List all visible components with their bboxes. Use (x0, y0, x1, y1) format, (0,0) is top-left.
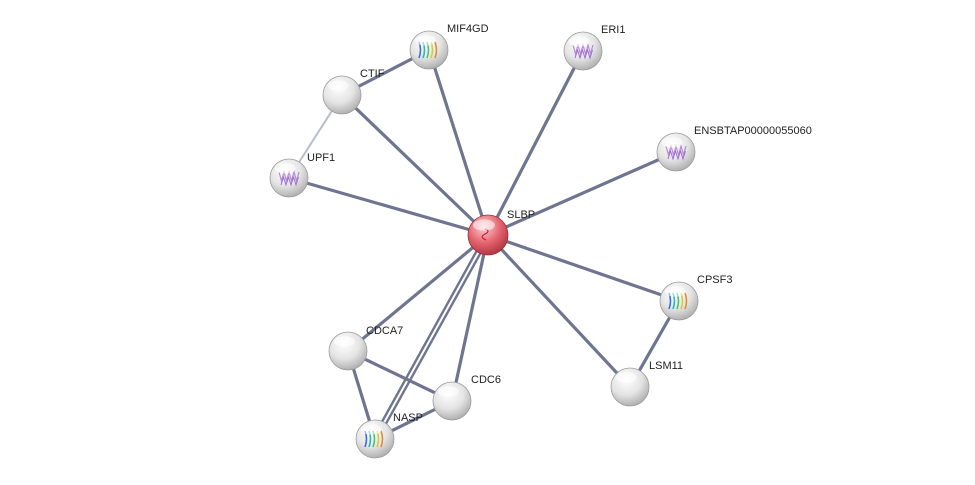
node-nasp[interactable]: NASP (355, 412, 423, 459)
node-label: CPSF3 (697, 274, 732, 286)
node-highlight (333, 336, 355, 347)
node-label: ERI1 (601, 24, 625, 36)
node-highlight (327, 80, 349, 91)
node-highlight (473, 219, 495, 231)
protein-structure-icon (667, 149, 686, 161)
protein-structure-icon (574, 48, 593, 60)
node-label: CTIF (360, 68, 385, 80)
edge-slbp-nasp (372, 233, 488, 439)
node-highlight (414, 35, 436, 46)
protein-structure-icon (280, 175, 299, 187)
edge-slbp-nasp (375, 235, 491, 441)
node-upf1[interactable]: UPF1 (269, 152, 335, 198)
node-highlight (437, 386, 459, 397)
protein-structure-icon (684, 292, 688, 310)
node-highlight (568, 36, 590, 47)
node-highlight (615, 372, 637, 383)
node-label: SLBP (507, 209, 535, 221)
edge-slbp-cdc6 (450, 234, 490, 402)
edge-slbp-mif4gd (427, 49, 490, 236)
node-ctif[interactable]: CTIF (322, 68, 385, 115)
node-label: MIF4GD (447, 23, 489, 35)
protein-structure-icon (380, 430, 384, 448)
node-label: NASP (393, 412, 423, 424)
node-slbp[interactable]: SLBP (467, 209, 535, 256)
node-ensbtap00000055060[interactable]: ENSBTAP00000055060 (656, 125, 812, 172)
node-cdca7[interactable]: CDCA7 (328, 325, 403, 371)
node-highlight (664, 286, 686, 297)
edge-slbp-cpsf3 (487, 233, 680, 303)
edge-slbp-cdca7 (346, 233, 490, 353)
edge-slbp-lsm11 (486, 233, 632, 389)
node-highlight (360, 424, 382, 435)
node-cpsf3[interactable]: CPSF3 (659, 274, 732, 321)
node-eri1[interactable]: ERI1 (563, 24, 625, 71)
node-mif4gd[interactable]: MIF4GD (409, 23, 489, 70)
node-cdc6[interactable]: CDC6 (432, 374, 501, 421)
edge-slbp-ctif (340, 93, 490, 237)
node-label: CDCA7 (366, 325, 403, 337)
edge-slbp-eri1 (486, 50, 585, 236)
node-lsm11[interactable]: LSM11 (610, 360, 683, 407)
node-label: CDC6 (471, 374, 501, 386)
node-highlight (274, 163, 296, 174)
node-label: LSM11 (649, 360, 683, 372)
edge-slbp-upf1 (288, 176, 489, 237)
node-highlight (661, 137, 683, 148)
node-label: ENSBTAP00000055060 (694, 125, 812, 137)
edge-slbp-ensbtap00000055060 (487, 150, 677, 237)
protein-structure-icon (434, 41, 438, 59)
node-label: UPF1 (307, 152, 335, 164)
